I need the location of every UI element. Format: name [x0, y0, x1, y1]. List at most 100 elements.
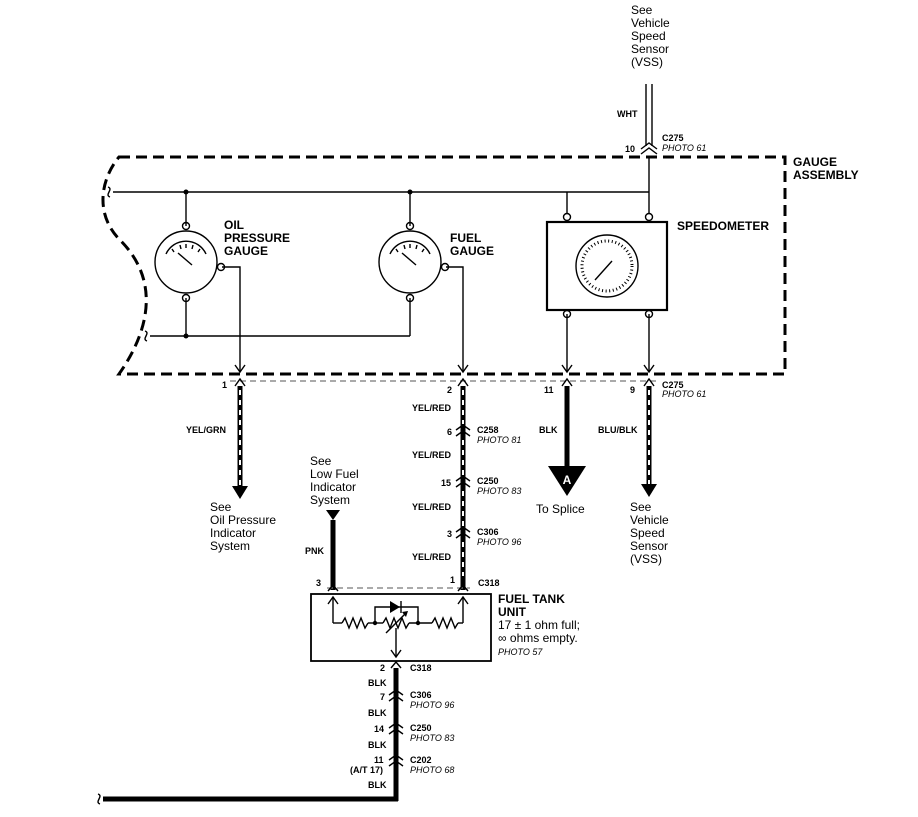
- yel-red-label-1: YEL/RED: [412, 450, 452, 460]
- splice-letter: A: [563, 473, 572, 487]
- yel-red-label-3: YEL/RED: [412, 552, 452, 562]
- oil-gauge-label-2: GAUGE: [224, 244, 268, 258]
- pin-10: 10: [625, 144, 635, 154]
- c275-top-photo: PHOTO 61: [662, 143, 706, 153]
- c275-top-connector-symbol-2: [640, 147, 658, 155]
- oil-ref-line-3: System: [210, 539, 250, 553]
- c306b-photo: PHOTO 96: [410, 700, 454, 710]
- low-fuel-ref-line-2: Indicator: [310, 480, 356, 494]
- c250b-photo: PHOTO 83: [410, 733, 454, 743]
- blu-blk-wire: BLU/BLK See Vehicle Speed Sensor (VSS): [598, 386, 669, 566]
- c258-connector-symbol: [455, 424, 471, 437]
- yel-grn-wire: YEL/GRN See Oil Pressure Indicator Syste…: [186, 386, 276, 553]
- ground-blk-wire: 2 C318 BLK 7 C306 PHOTO 96 BLK 14 C250 P…: [97, 660, 454, 805]
- gauge-assembly-boundary: GAUGE ASSEMBLY: [101, 155, 859, 376]
- oil-pressure-gauge: OIL PRESSURE GAUGE: [154, 218, 290, 303]
- c250b-name: C250: [410, 723, 432, 733]
- c275-bottom-photo: PHOTO 61: [662, 389, 706, 399]
- pin-11-connector-symbol: [561, 377, 573, 387]
- fuel-tank-title-0: FUEL TANK: [498, 592, 565, 606]
- fuel-gauge: FUEL GAUGE: [378, 221, 494, 303]
- pnk-wire: See Low Fuel Indicator System PNK: [305, 454, 359, 590]
- yel-red-label-0: YEL/RED: [412, 403, 452, 413]
- low-fuel-ref-line-0: See: [310, 454, 332, 468]
- c318-bottom-connector-symbol: [390, 660, 402, 669]
- blk-label-3: BLK: [368, 780, 387, 790]
- low-fuel-ref-line-3: System: [310, 493, 350, 507]
- connector-row-c275: 1 2 11 9 C275 PHOTO 61: [222, 377, 706, 399]
- vss-bottom-line-4: (VSS): [630, 552, 662, 566]
- fuel-tank-photo: PHOTO 57: [498, 647, 543, 657]
- c250a-photo: PHOTO 83: [477, 486, 521, 496]
- pin-6: 6: [447, 427, 452, 437]
- vss-top-line-0: See: [631, 3, 653, 17]
- vss-top-reference: See Vehicle Speed Sensor (VSS) WHT 10 C2…: [617, 3, 706, 155]
- pnk-label: PNK: [305, 546, 325, 556]
- fuel-tank-spec-0: 17 ± 1 ohm full;: [498, 618, 580, 632]
- vss-bottom-line-3: Sensor: [630, 539, 668, 553]
- bus-top-break-symbol: [107, 186, 111, 198]
- c306a-name: C306: [477, 527, 499, 537]
- oil-gauge-label-0: OIL: [224, 218, 244, 232]
- wht-wire-label: WHT: [617, 109, 638, 119]
- vss-top-line-3: Sensor: [631, 42, 669, 56]
- c258-name: C258: [477, 425, 499, 435]
- fuel-gauge-label-1: GAUGE: [450, 244, 494, 258]
- c318-top-name: C318: [478, 578, 500, 588]
- fuel-tank-unit: FUEL TANK UNIT 17 ± 1 ohm full; ∞ ohms e…: [310, 592, 580, 662]
- c250a-name: C250: [477, 476, 499, 486]
- pin-11b: 11: [374, 755, 384, 765]
- c306a-connector-symbol: [455, 526, 471, 539]
- oil-ref-line-2: Indicator: [210, 526, 256, 540]
- pin-3b-connector-symbol: [327, 583, 339, 592]
- c202-name: C202: [410, 755, 432, 765]
- c306b-name: C306: [410, 690, 432, 700]
- vss-top-line-2: Speed: [631, 29, 666, 43]
- pin-1b-connector-symbol: [457, 583, 469, 592]
- pin-2b: 2: [380, 663, 385, 673]
- pin-2-connector-symbol: [457, 377, 469, 387]
- c275-bottom-name: C275: [662, 380, 684, 390]
- c275-top-name: C275: [662, 133, 684, 143]
- pin-1b: 1: [450, 575, 455, 585]
- vss-bottom-line-1: Vehicle: [630, 513, 669, 527]
- pin-9: 9: [630, 385, 635, 395]
- c306a-photo: PHOTO 96: [477, 537, 521, 547]
- c250a-connector-symbol: [455, 475, 471, 488]
- low-fuel-ref-line-1: Low Fuel: [310, 467, 359, 481]
- pin-14: 14: [374, 724, 384, 734]
- pin-3: 3: [447, 529, 452, 539]
- c318-bottom-name: C318: [410, 663, 432, 673]
- oil-ref-line-0: See: [210, 500, 232, 514]
- c250b-connector-symbol: [388, 722, 404, 735]
- pin-15: 15: [441, 478, 451, 488]
- vss-top-line-1: Vehicle: [631, 16, 670, 30]
- speedometer: SPEEDOMETER: [545, 212, 769, 319]
- bus-bottom-break-symbol: [144, 330, 148, 342]
- pin-3b: 3: [316, 578, 321, 588]
- c202-photo: PHOTO 68: [410, 765, 454, 775]
- blk-label-splice: BLK: [539, 425, 558, 435]
- vss-bottom-line-0: See: [630, 500, 652, 514]
- pin-2: 2: [447, 385, 452, 395]
- blk-label-1: BLK: [368, 708, 387, 718]
- fuel-gauge-label-0: FUEL: [450, 231, 481, 245]
- c275-top-connector-symbol: [640, 142, 658, 150]
- connector-row-c318-top: 3 1 C318: [316, 575, 500, 592]
- c258-photo: PHOTO 81: [477, 435, 521, 445]
- speedometer-label: SPEEDOMETER: [677, 219, 769, 233]
- pin-7: 7: [380, 692, 385, 702]
- blk-label-0: BLK: [368, 678, 387, 688]
- ground-break-symbol: [97, 793, 101, 805]
- blu-blk-label: BLU/BLK: [598, 425, 638, 435]
- blk-splice-wire: A BLK To Splice: [536, 386, 586, 516]
- vss-bottom-line-2: Speed: [630, 526, 665, 540]
- vss-top-line-4: (VSS): [631, 55, 663, 69]
- oil-gauge-label-1: PRESSURE: [224, 231, 290, 245]
- internal-wiring: [107, 156, 655, 374]
- to-splice-label: To Splice: [536, 502, 585, 516]
- fuel-tank-title-1: UNIT: [498, 605, 527, 619]
- blk-label-2: BLK: [368, 740, 387, 750]
- pin-9-connector-symbol: [643, 377, 655, 387]
